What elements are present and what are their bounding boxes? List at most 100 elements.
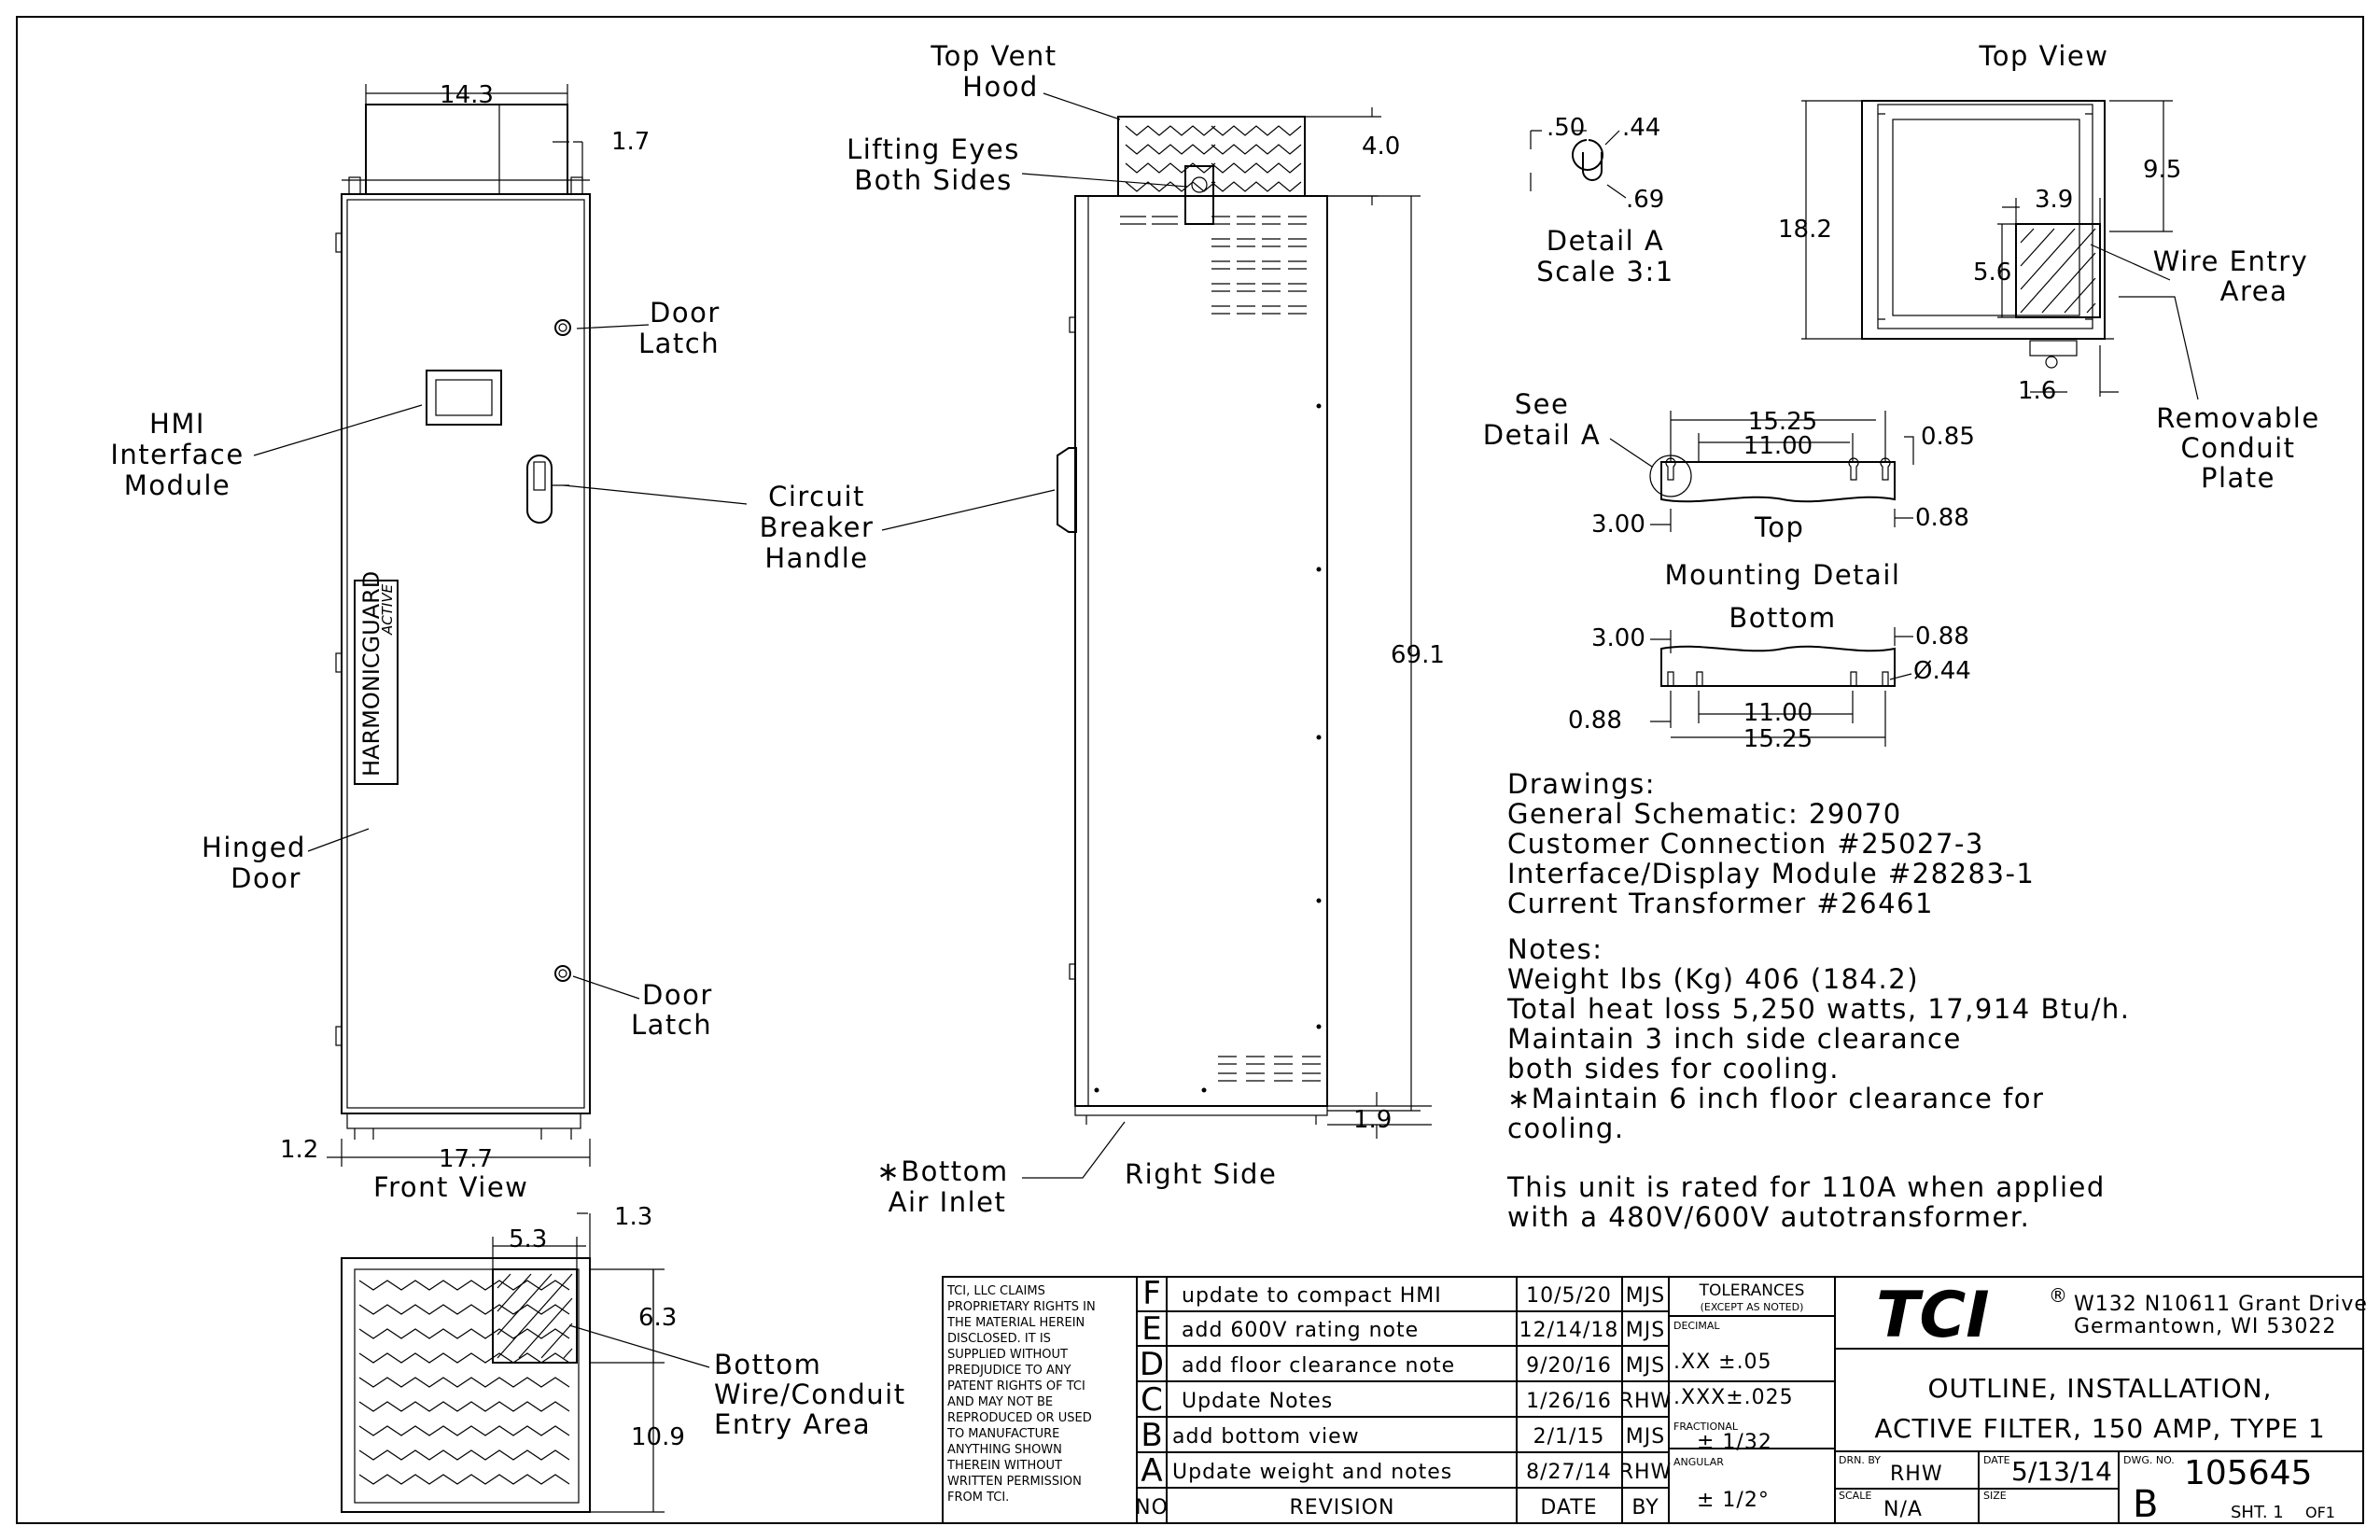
footer-by: BY bbox=[1631, 1496, 1659, 1519]
callout-breaker-2: Breaker bbox=[760, 511, 875, 543]
detail-a: .50 .44 .69 Detail A Scale 3:1 bbox=[1530, 114, 1673, 287]
revision-row: C Update Notes 1/26/16 RHW bbox=[1141, 1381, 1673, 1419]
dim-top-bottom-right: 0.88 bbox=[1915, 504, 1969, 532]
tol-angular: ANGULAR bbox=[1673, 1456, 1724, 1468]
dim-bot-inner: 11.00 bbox=[1743, 699, 1813, 727]
dim-top-outer: 15.25 bbox=[1748, 408, 1817, 436]
hmi-module bbox=[426, 370, 502, 426]
rev-desc: add floor clearance note bbox=[1182, 1354, 1455, 1378]
dim-top-right: 9.5 bbox=[2143, 156, 2181, 184]
callout-door-latch-bottom-1: Door bbox=[642, 979, 713, 1011]
callout-hmi-2: Interface bbox=[110, 439, 244, 470]
callout-conduit-2: Conduit bbox=[2180, 432, 2295, 464]
title-block: TCI, LLC CLAIMS PROPRIETARY RIGHTS IN TH… bbox=[942, 1275, 2368, 1526]
dim-entry-width: 3.9 bbox=[2035, 186, 2073, 214]
dim-hood-height: 4.0 bbox=[1362, 133, 1400, 161]
claim-line: PREDJUDICE TO ANY bbox=[947, 1364, 1071, 1378]
claim-line: ANYTHING SHOWN bbox=[947, 1443, 1062, 1457]
dim-detail-hole: .44 bbox=[1622, 114, 1660, 142]
footer-date: DATE bbox=[1540, 1496, 1597, 1519]
keyhole-icon bbox=[1572, 139, 1603, 181]
top-mounting-rail bbox=[1660, 461, 1896, 503]
rev-letter: E bbox=[1141, 1310, 1161, 1348]
rating-line-1: This unit is rated for 110A when applied bbox=[1506, 1171, 2106, 1203]
dim-top-right: 0.85 bbox=[1921, 423, 1975, 451]
dim-bottom-clearance: 1.9 bbox=[1353, 1106, 1392, 1134]
side-cabinet bbox=[1074, 195, 1328, 1107]
note-item-6: cooling. bbox=[1507, 1113, 1625, 1144]
claim-line: PROPRIETARY RIGHTS IN bbox=[947, 1300, 1096, 1314]
revision-footer: NO REVISION DATE BY bbox=[1135, 1496, 1659, 1519]
rev-letter: D bbox=[1140, 1346, 1164, 1383]
bottom-view-outline bbox=[341, 1257, 591, 1513]
sheet-number: SHT. 1 bbox=[2231, 1503, 2284, 1522]
drawing-title-2: ACTIVE FILTER, 150 AMP, TYPE 1 bbox=[1874, 1413, 2325, 1444]
dim-top-inner: 11.00 bbox=[1743, 432, 1813, 460]
drawings-heading: Drawings: bbox=[1507, 768, 1656, 800]
note-item-2: Total heat loss 5,250 watts, 17,914 Btu/… bbox=[1506, 993, 2130, 1025]
dim-cabinet-height: 69.1 bbox=[1391, 641, 1445, 669]
rev-by: RHW bbox=[1619, 1390, 1673, 1413]
see-detail-2: Detail A bbox=[1483, 419, 1602, 451]
callout-bottom-2: Wire/Conduit bbox=[714, 1379, 906, 1410]
dim-bottom-width: 5.3 bbox=[509, 1225, 547, 1253]
rev-letter: A bbox=[1141, 1452, 1162, 1490]
claim-line: THE MATERIAL HEREIN bbox=[946, 1316, 1085, 1330]
detail-a-title: Detail A bbox=[1547, 225, 1665, 257]
mounting-title: Mounting Detail bbox=[1665, 559, 1901, 591]
tol-xxx: .XXX±.025 bbox=[1673, 1386, 1794, 1409]
tol-ang-val: ± 1/2° bbox=[1697, 1489, 1770, 1512]
dim-bot-hole: Ø.44 bbox=[1913, 657, 1971, 685]
tol-heading: TOLERANCES bbox=[1699, 1281, 1805, 1300]
tol-sub: (EXCEPT AS NOTED) bbox=[1701, 1301, 1804, 1313]
rev-letter: B bbox=[1141, 1417, 1162, 1454]
footer-no: NO bbox=[1135, 1496, 1169, 1519]
notes-heading: Notes: bbox=[1507, 933, 1603, 965]
breaker-handle-icon bbox=[526, 455, 553, 524]
rev-date: 9/20/16 bbox=[1526, 1354, 1612, 1378]
dim-detail-slot: .69 bbox=[1626, 186, 1664, 214]
tol-frac-val: ± 1/32 bbox=[1697, 1431, 1772, 1454]
dwg-no-label: DWG. NO. bbox=[2123, 1454, 2175, 1466]
size-letter: B bbox=[2133, 1483, 2158, 1526]
dim-front-top-offset: 1.7 bbox=[611, 128, 650, 156]
drn-by: RHW bbox=[1890, 1463, 1943, 1486]
dim-bot-left: 3.00 bbox=[1591, 624, 1645, 652]
brand-label: HARMONICGUARD bbox=[358, 571, 385, 777]
claim-line: DISCLOSED. IT IS bbox=[947, 1332, 1051, 1346]
callout-hinged-door-2: Door bbox=[231, 862, 301, 894]
rev-by: MJS bbox=[1626, 1319, 1665, 1342]
claim-line: PATENT RIGHTS OF TCI bbox=[947, 1379, 1085, 1393]
dim-detail-width: .50 bbox=[1547, 114, 1585, 142]
front-view-title: Front View bbox=[373, 1171, 528, 1203]
drn-by-label: DRN. BY bbox=[1839, 1454, 1881, 1466]
note-item-1: Weight lbs (Kg) 406 (184.2) bbox=[1507, 963, 1919, 995]
revision-row: B add bottom view 2/1/15 MJS bbox=[1141, 1417, 1664, 1454]
detail-a-scale: Scale 3:1 bbox=[1536, 256, 1673, 287]
bottom-mounting-rail bbox=[1660, 645, 1896, 687]
revision-row: D add floor clearance note 9/20/16 MJS bbox=[1140, 1346, 1664, 1383]
claim-line: AND MAY NOT BE bbox=[947, 1395, 1053, 1409]
drawing-item-1: General Schematic: 29070 bbox=[1507, 798, 1902, 830]
mounting-top-label: Top bbox=[1754, 511, 1804, 543]
side-breaker-handle-icon bbox=[1057, 447, 1077, 533]
note-item-4: both sides for cooling. bbox=[1507, 1053, 1840, 1085]
tci-reg: ® bbox=[2049, 1284, 2067, 1307]
claim-line: TCI, LLC CLAIMS bbox=[946, 1284, 1045, 1298]
front-top-hood bbox=[365, 104, 568, 195]
claim-text: TCI, LLC CLAIMS PROPRIETARY RIGHTS IN TH… bbox=[946, 1284, 1096, 1505]
dim-bot-right: 0.88 bbox=[1915, 623, 1969, 651]
dim-bottom-offset: 1.3 bbox=[614, 1203, 652, 1231]
dim-bottom-entry-h: 6.3 bbox=[638, 1304, 677, 1332]
rev-letter: C bbox=[1141, 1381, 1163, 1419]
callout-conduit-3: Plate bbox=[2201, 462, 2275, 494]
callout-breaker-1: Circuit bbox=[768, 481, 865, 512]
company-address-1: W132 N10611 Grant Drive bbox=[2074, 1293, 2368, 1316]
see-detail-1: See bbox=[1515, 388, 1570, 420]
rev-date: 2/1/15 bbox=[1533, 1425, 1605, 1449]
drawings-notes: Drawings: General Schematic: 29070 Custo… bbox=[1506, 768, 2130, 1233]
drawing-item-4: Current Transformer #26461 bbox=[1507, 888, 1934, 919]
callout-door-latch-top-1: Door bbox=[650, 297, 721, 329]
rev-desc: Update weight and notes bbox=[1172, 1461, 1452, 1484]
